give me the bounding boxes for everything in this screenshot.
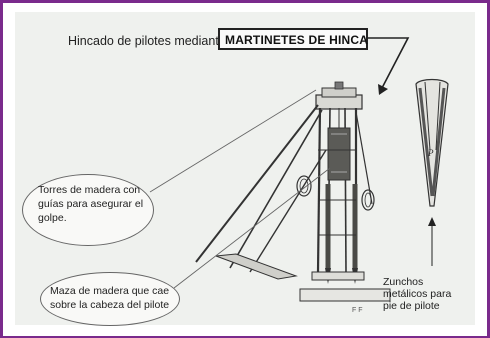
towers-leader-line [149,89,317,193]
towers-callout-text: Torres de madera con guías para asegurar… [38,184,144,224]
towers-callout-bubble [22,174,154,246]
pile-shoe-drawing [415,78,449,207]
title-prefix: Hincado de pilotes mediante [68,34,226,48]
shoe-mark-label: P [427,148,434,158]
hammer-leader-line [173,167,331,289]
title-arrow [368,37,410,95]
illustration-signature: F F [352,307,363,314]
hammer-callout-bubble [40,272,180,326]
hammer-callout-text: Maza de madera que cae sobre la cabeza d… [50,285,170,311]
pile-driver-rig [195,81,391,302]
shoes-arrow [428,217,436,266]
title-box [218,28,368,50]
shoes-callout-text: Zunchos metálicos para pie de pilote [383,276,452,312]
title-emphasis: MARTINETES DE HINCA [225,33,369,47]
